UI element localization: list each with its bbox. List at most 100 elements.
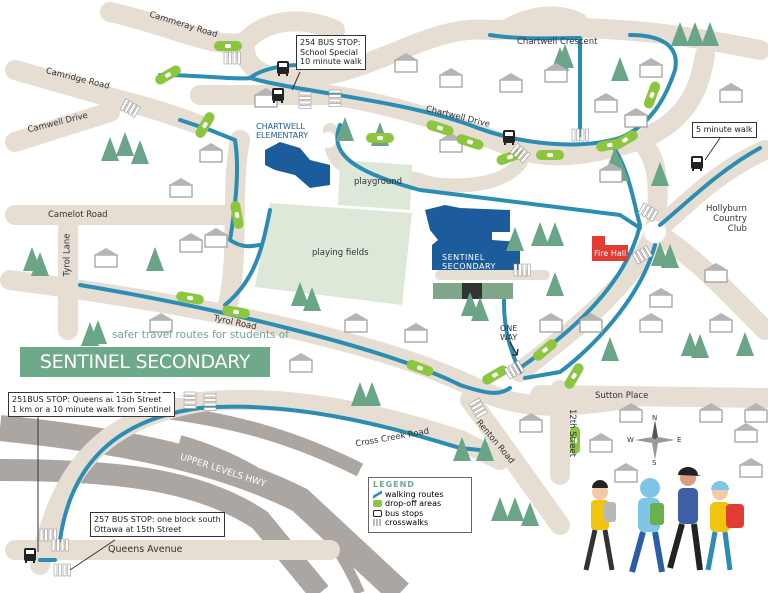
chartwell-elementary-building [265,142,330,188]
car-icon [491,372,499,378]
tree-icon [701,22,719,46]
house-icon [624,108,648,128]
car-icon [506,154,514,160]
label-line: CHARTWELL [256,122,305,131]
house-icon [589,433,613,453]
label-line: Country [713,214,747,224]
buildings [265,142,628,299]
car-icon [571,372,577,380]
house-icon [579,313,603,333]
house-icon [519,413,543,433]
bus-stop-icon [272,88,284,103]
car-icon [164,72,172,78]
drop-off-area [482,365,508,385]
drop-off-area [214,41,242,51]
tyrol-lane-label: Tyrol Lane [62,233,73,277]
house-icon [699,403,723,423]
car-icon [542,347,548,353]
callout-line: 254 BUS STOP: [300,38,361,47]
compass-w: W [627,436,634,444]
car-icon [573,437,577,443]
label-line: SECONDARY [442,262,496,271]
house-icon [739,458,763,478]
drop-off-area [536,150,564,160]
bus-251-callout: 251BUS STOP: Queens at 15th Street 1 km … [8,392,175,417]
crosswalk-icon [183,391,197,409]
school-title-banner: SENTINEL SECONDARY SCHOOL [20,347,270,403]
drop-off-area [643,81,661,109]
house-icon [204,228,228,248]
compass-e: E [677,436,682,444]
callout-line: 1 km or a 10 minute walk from Sentinel [12,404,171,414]
bus-stop-icon [691,156,703,171]
car-icon [202,121,208,129]
crosswalk-icon [509,142,531,164]
tree-icon [546,272,564,296]
tree-icon [661,244,679,268]
tree-icon [461,292,479,316]
house-icon [169,178,193,198]
fire-hall-label: Fire Hall [594,249,627,258]
car-icon [377,136,383,140]
tree-icon [691,334,709,358]
crosswalk-icon [571,128,589,142]
house-icon [639,58,663,78]
label-line: WAY [500,333,518,342]
compass-icon [635,420,675,460]
callout-line: Ottawa at 15th Street [94,524,182,534]
house-icon [734,423,758,443]
drop-off-area [155,65,181,85]
queens-avenue-label: Queens Avenue [108,544,183,555]
bus-stop-icon [503,130,515,145]
house-icon [614,463,638,483]
students-walking-illustration [583,467,744,573]
student-2 [629,478,665,573]
label-line: SENTINEL [442,253,485,262]
legend-item-drop-off: drop-off areas [373,499,467,509]
house-icon [439,68,463,88]
legend-title: LEGEND [373,480,415,489]
crosswalk-icon [53,563,71,577]
car-icon [606,142,614,148]
drop-off-area [570,426,580,454]
crosswalk-icon [119,98,141,118]
house-icon [704,263,728,283]
car-icon [234,211,240,219]
car-icon [416,365,424,371]
drop-off-areas [155,41,661,454]
chartwell-crescent-label: Chartwell Crescent [517,37,598,47]
playing-fields-label: playing fields [312,248,369,258]
tree-icon [303,287,321,311]
car-icon [232,309,240,315]
student-4 [705,481,744,571]
tree-icon [556,44,574,68]
callout-line: 10 minute walk [300,57,362,66]
gym [462,283,482,299]
crosswalk-icon [51,538,69,552]
house-icon [344,313,368,333]
legend-item-walking-routes: walking routes [373,490,467,500]
one-way-label: ONE WAY [500,324,517,342]
tree-icon [611,57,629,81]
houses [94,53,768,483]
label-line: ONE [500,324,518,333]
bus-stop-icon [277,61,289,76]
tree-icon [31,252,49,276]
tree-icon [686,22,704,46]
label-line: Club [727,224,747,234]
house-icon [744,403,768,423]
bus-stops [24,61,703,563]
tree-icon [506,497,524,521]
label-line: ELEMENTARY [256,131,309,140]
five-minute-walk-callout: 5 minute walk [692,122,757,138]
drop-off-area [222,305,250,319]
crosswalk-icon [468,397,488,419]
bus-254-callout: 254 BUS STOP: School Special 10 minute w… [296,35,366,70]
house-icon [199,143,223,163]
legend-item-crosswalks: crosswalks [373,518,467,528]
student-1 [583,480,616,571]
house-icon [539,313,563,333]
drop-off-area [366,133,394,143]
tree-icon [453,437,471,461]
tree-icon [471,297,489,321]
